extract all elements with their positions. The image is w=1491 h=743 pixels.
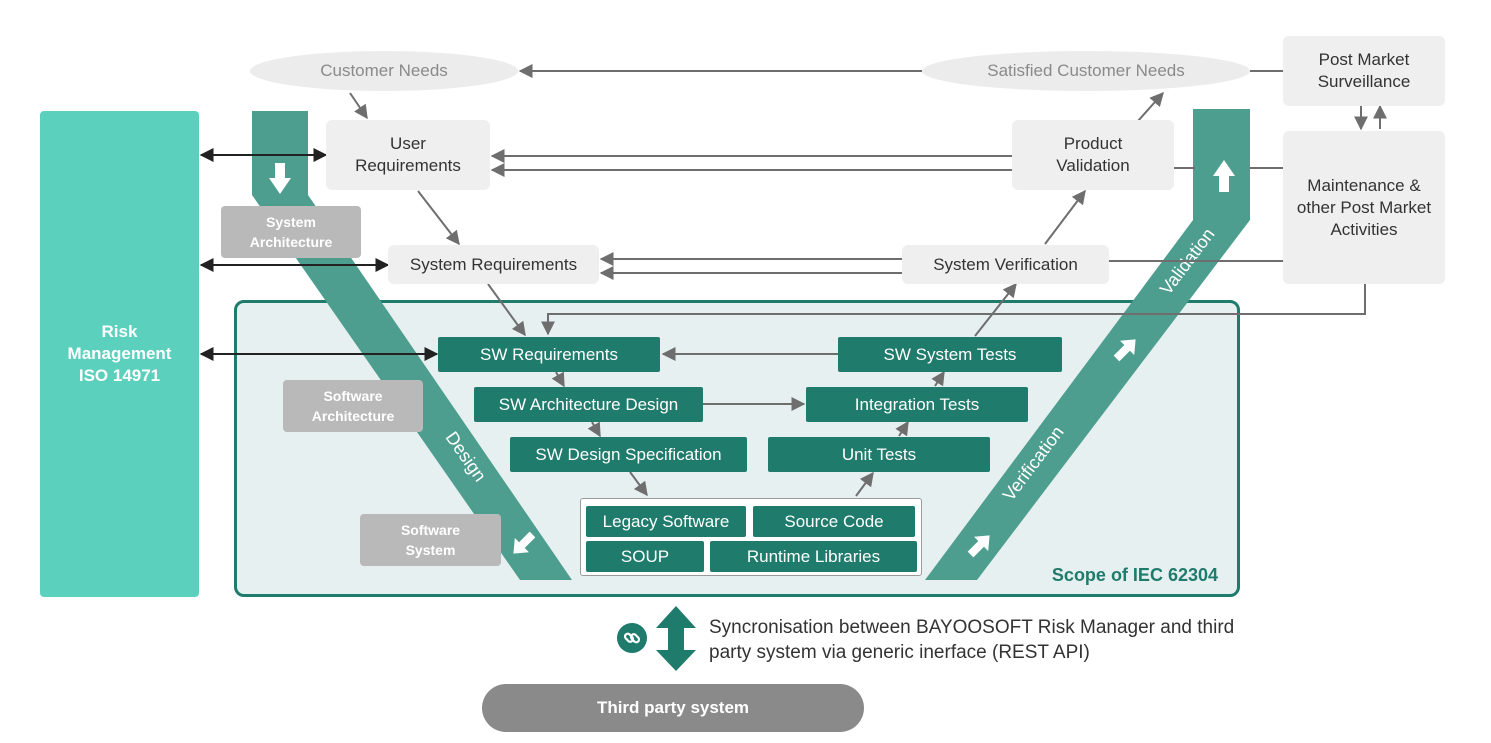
user-requirements-label: User Requirements (355, 134, 461, 175)
runtime-libraries-box: Runtime Libraries (710, 541, 917, 572)
maintenance-label: Maintenance & other Post Market Activiti… (1296, 175, 1432, 239)
sw-architecture-design-box: SW Architecture Design (474, 387, 703, 422)
sw-design-specification-label: SW Design Specification (535, 444, 722, 464)
software-architecture-label: Software Architecture (311, 388, 395, 424)
validation-band (925, 109, 1250, 580)
integration-tests-label: Integration Tests (854, 394, 980, 414)
sw-requirements-box: SW Requirements (438, 337, 660, 372)
soup-label: SOUP (620, 546, 670, 566)
software-system-label: Software System (400, 522, 461, 558)
unit-tests-box: Unit Tests (768, 437, 990, 472)
sw-design-specification-box: SW Design Specification (510, 437, 747, 472)
system-verification-box: System Verification (902, 245, 1109, 284)
third-party-system-label: Third party system (596, 698, 750, 717)
satisfied-customer-needs-ellipse: Satisfied Customer Needs (922, 51, 1250, 91)
legacy-software-label: Legacy Software (602, 511, 730, 531)
link-icon (617, 623, 647, 653)
soup-box: SOUP (586, 541, 704, 572)
legacy-software-box: Legacy Software (586, 506, 746, 537)
system-architecture-tag: System Architecture (221, 206, 361, 258)
band-arrow-diag-up-1 (967, 535, 990, 558)
runtime-libraries-label: Runtime Libraries (746, 546, 881, 566)
unit-tests-label: Unit Tests (841, 444, 917, 464)
source-code-box: Source Code (753, 506, 915, 537)
risk-management-line1: Risk (101, 322, 138, 341)
sw-requirements-label: SW Requirements (480, 344, 618, 364)
post-market-surveillance-box: Post Market Surveillance (1283, 36, 1445, 106)
post-market-surveillance-label: Post Market Surveillance (1317, 50, 1411, 91)
customer-needs-ellipse: Customer Needs (250, 51, 518, 91)
sw-system-tests-box: SW System Tests (838, 337, 1062, 372)
customer-needs-label: Customer Needs (320, 61, 448, 80)
product-validation-box: Product Validation (1012, 120, 1174, 190)
system-requirements-label: System Requirements (409, 254, 578, 274)
satisfied-customer-needs-label: Satisfied Customer Needs (987, 61, 1185, 80)
sync-text-line2: party system via generic inerface (REST … (709, 642, 1090, 663)
band-arrow-diag-up-2 (1113, 339, 1136, 362)
system-verification-label: System Verification (933, 254, 1078, 274)
system-architecture-label: System Architecture (249, 214, 333, 250)
maintenance-box: Maintenance & other Post Market Activiti… (1283, 131, 1445, 284)
user-requirements-box: User Requirements (326, 120, 490, 190)
sw-system-tests-label: SW System Tests (883, 344, 1017, 364)
sync-arrow (656, 606, 696, 671)
risk-management-line3: ISO 14971 (78, 366, 161, 385)
band-arrow-down (269, 163, 291, 194)
integration-tests-box: Integration Tests (806, 387, 1028, 422)
risk-management-bar: Risk Management ISO 14971 (40, 111, 199, 597)
band-arrow-up (1213, 160, 1235, 192)
band-arrow-diag-down (513, 531, 536, 554)
scope-label: Scope of IEC 62304 (1051, 565, 1218, 585)
source-code-label: Source Code (784, 511, 884, 531)
sw-architecture-design-label: SW Architecture Design (498, 394, 679, 414)
sync-text-line1: Syncronisation between BAYOOSOFT Risk Ma… (709, 617, 1235, 638)
software-system-tag: Software System (360, 514, 501, 566)
product-validation-label: Product Validation (1056, 134, 1130, 175)
third-party-system-pill: Third party system (482, 684, 864, 732)
risk-management-line2: Management (67, 344, 172, 363)
system-requirements-box: System Requirements (388, 245, 599, 284)
sync-text: Syncronisation between BAYOOSOFT Risk Ma… (709, 615, 1309, 665)
software-architecture-tag: Software Architecture (283, 380, 423, 432)
